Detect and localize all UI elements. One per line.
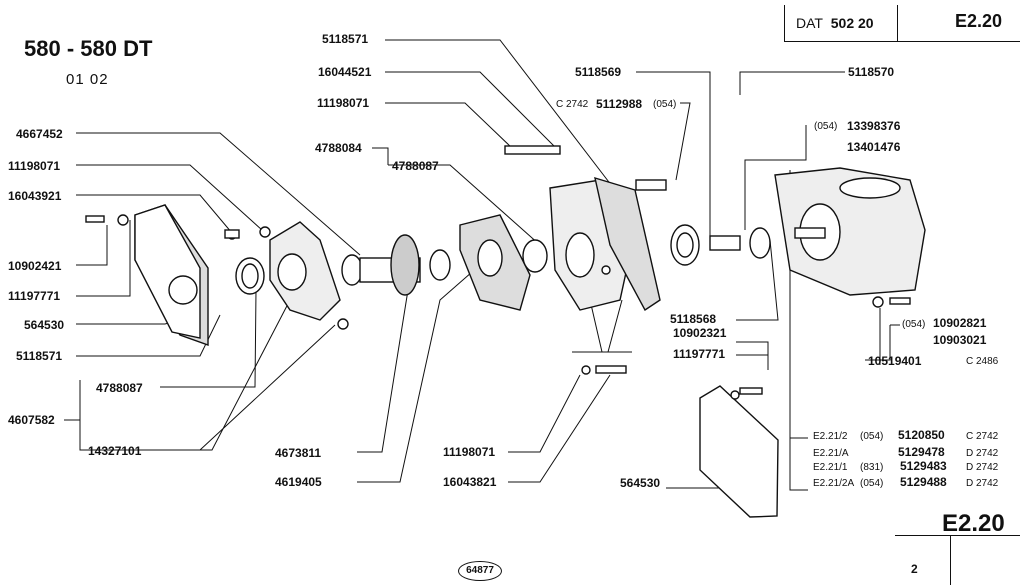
variant-part: 5129483 xyxy=(900,459,947,473)
variant-ref: E2.21/2 xyxy=(813,431,848,442)
part-16043821: 16043821 xyxy=(443,475,497,489)
part-5118571-left: 5118571 xyxy=(16,349,63,363)
note-c2486: C 2486 xyxy=(966,356,999,367)
section-code-large: E2.20 xyxy=(942,510,1005,537)
footer-rule xyxy=(895,535,1020,536)
variant-ref: E2.21/2A xyxy=(813,478,855,489)
dat-text: DAT xyxy=(796,15,823,31)
variant-tag: (054) xyxy=(860,478,884,489)
page-number: 2 xyxy=(911,562,918,576)
part-564530-left: 564530 xyxy=(24,318,65,332)
part-10902321: 10902321 xyxy=(673,326,727,340)
part-4667452: 4667452 xyxy=(16,127,63,141)
part-5118569: 5118569 xyxy=(575,65,622,79)
drawing-ref: 64877 xyxy=(458,561,502,581)
part-5112988: 5112988 xyxy=(596,97,643,111)
part-16044521: 16044521 xyxy=(318,65,372,79)
part-11197771-left: 11197771 xyxy=(8,289,61,303)
variant-tag: (054) xyxy=(860,431,884,442)
part-16043921: 16043921 xyxy=(8,189,62,203)
part-564530-bottom: 564530 xyxy=(620,476,661,490)
part-11198071-top: 11198071 xyxy=(317,96,370,110)
section-code: E2.20 xyxy=(955,11,1003,31)
variant-part: 5129478 xyxy=(898,445,945,459)
tag-054-c: (054) xyxy=(902,319,926,330)
dat-number: 502 20 xyxy=(830,15,874,31)
part-4607582: 4607582 xyxy=(8,413,55,427)
header-separator xyxy=(897,5,898,41)
part-11197771-mid: 11197771 xyxy=(673,347,726,361)
variant-note: D 2742 xyxy=(966,448,999,459)
part-5118568: 5118568 xyxy=(670,312,717,326)
footer-divider xyxy=(950,535,951,585)
variant-part: 5129488 xyxy=(900,475,947,489)
model-variant: 01 02 xyxy=(66,71,109,88)
part-4788087-left: 4788087 xyxy=(96,381,143,395)
part-11198071-bottom: 11198071 xyxy=(443,445,496,459)
part-5118570: 5118570 xyxy=(848,65,895,79)
part-10903021: 10903021 xyxy=(933,333,987,347)
variant-part: 5120850 xyxy=(898,428,945,442)
variant-note: D 2742 xyxy=(966,462,999,473)
part-14327101: 14327101 xyxy=(88,444,142,458)
part-4788084: 4788084 xyxy=(315,141,362,155)
variant-tag: (831) xyxy=(860,462,884,473)
part-11198071-left: 11198071 xyxy=(8,159,61,173)
tag-054-b: (054) xyxy=(814,121,838,132)
part-13398376: 13398376 xyxy=(847,119,901,133)
header-box xyxy=(784,5,1020,42)
variant-note: D 2742 xyxy=(966,478,999,489)
tag-054-a: (054) xyxy=(653,99,677,110)
note-c2742-a: C 2742 xyxy=(556,99,589,110)
variant-note: C 2742 xyxy=(966,431,999,442)
variant-ref: E2.21/1 xyxy=(813,462,848,473)
part-4619405: 4619405 xyxy=(275,475,322,489)
model-title: 580 - 580 DT xyxy=(24,36,153,61)
part-4673811: 4673811 xyxy=(275,446,322,460)
part-10902421: 10902421 xyxy=(8,259,62,273)
part-10902821: 10902821 xyxy=(933,316,987,330)
part-5118571-top: 5118571 xyxy=(322,32,369,46)
part-13401476: 13401476 xyxy=(847,140,901,154)
dat-label: DAT 502 20 xyxy=(796,16,874,30)
part-4788087-top: 4788087 xyxy=(392,159,439,173)
variant-ref: E2.21/A xyxy=(813,448,849,459)
part-10519401: 10519401 xyxy=(868,354,922,368)
